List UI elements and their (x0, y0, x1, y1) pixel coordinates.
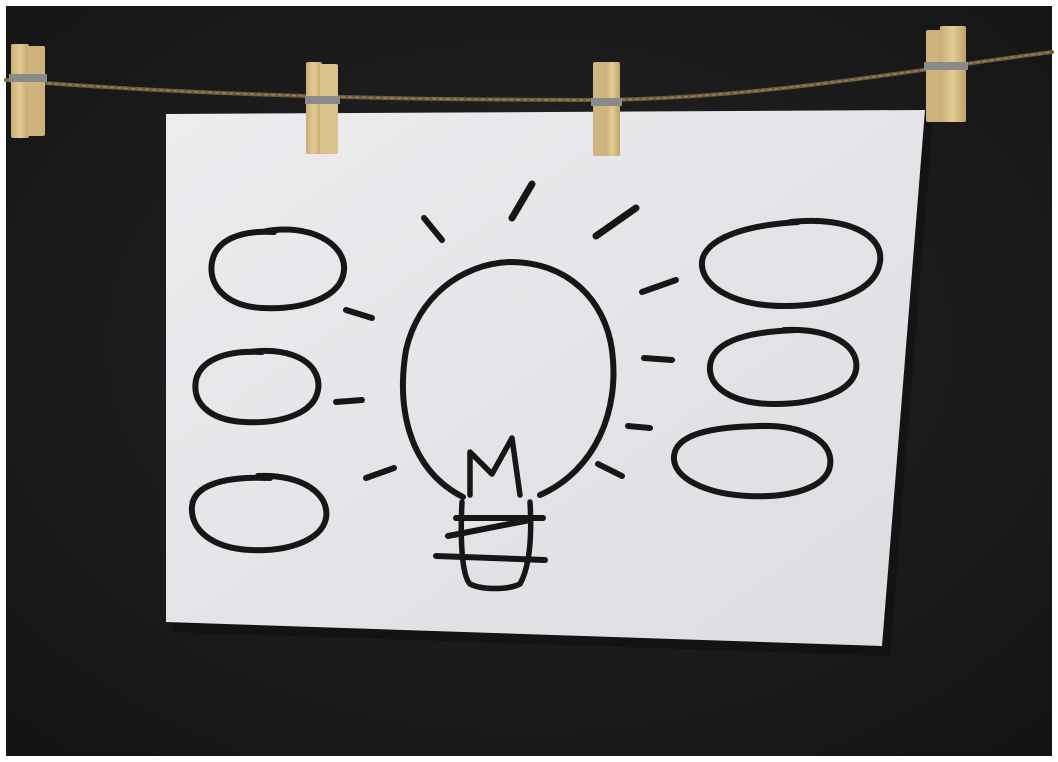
clothespin-1 (9, 44, 47, 138)
paper-sheet (166, 110, 925, 646)
bulb-ray-9 (336, 400, 362, 402)
bulb-ray-5 (644, 358, 672, 360)
bulb-ray-6 (628, 426, 650, 428)
clothespin-3 (591, 62, 622, 156)
clothespin-2 (305, 62, 340, 154)
clothespin-4 (924, 26, 968, 122)
